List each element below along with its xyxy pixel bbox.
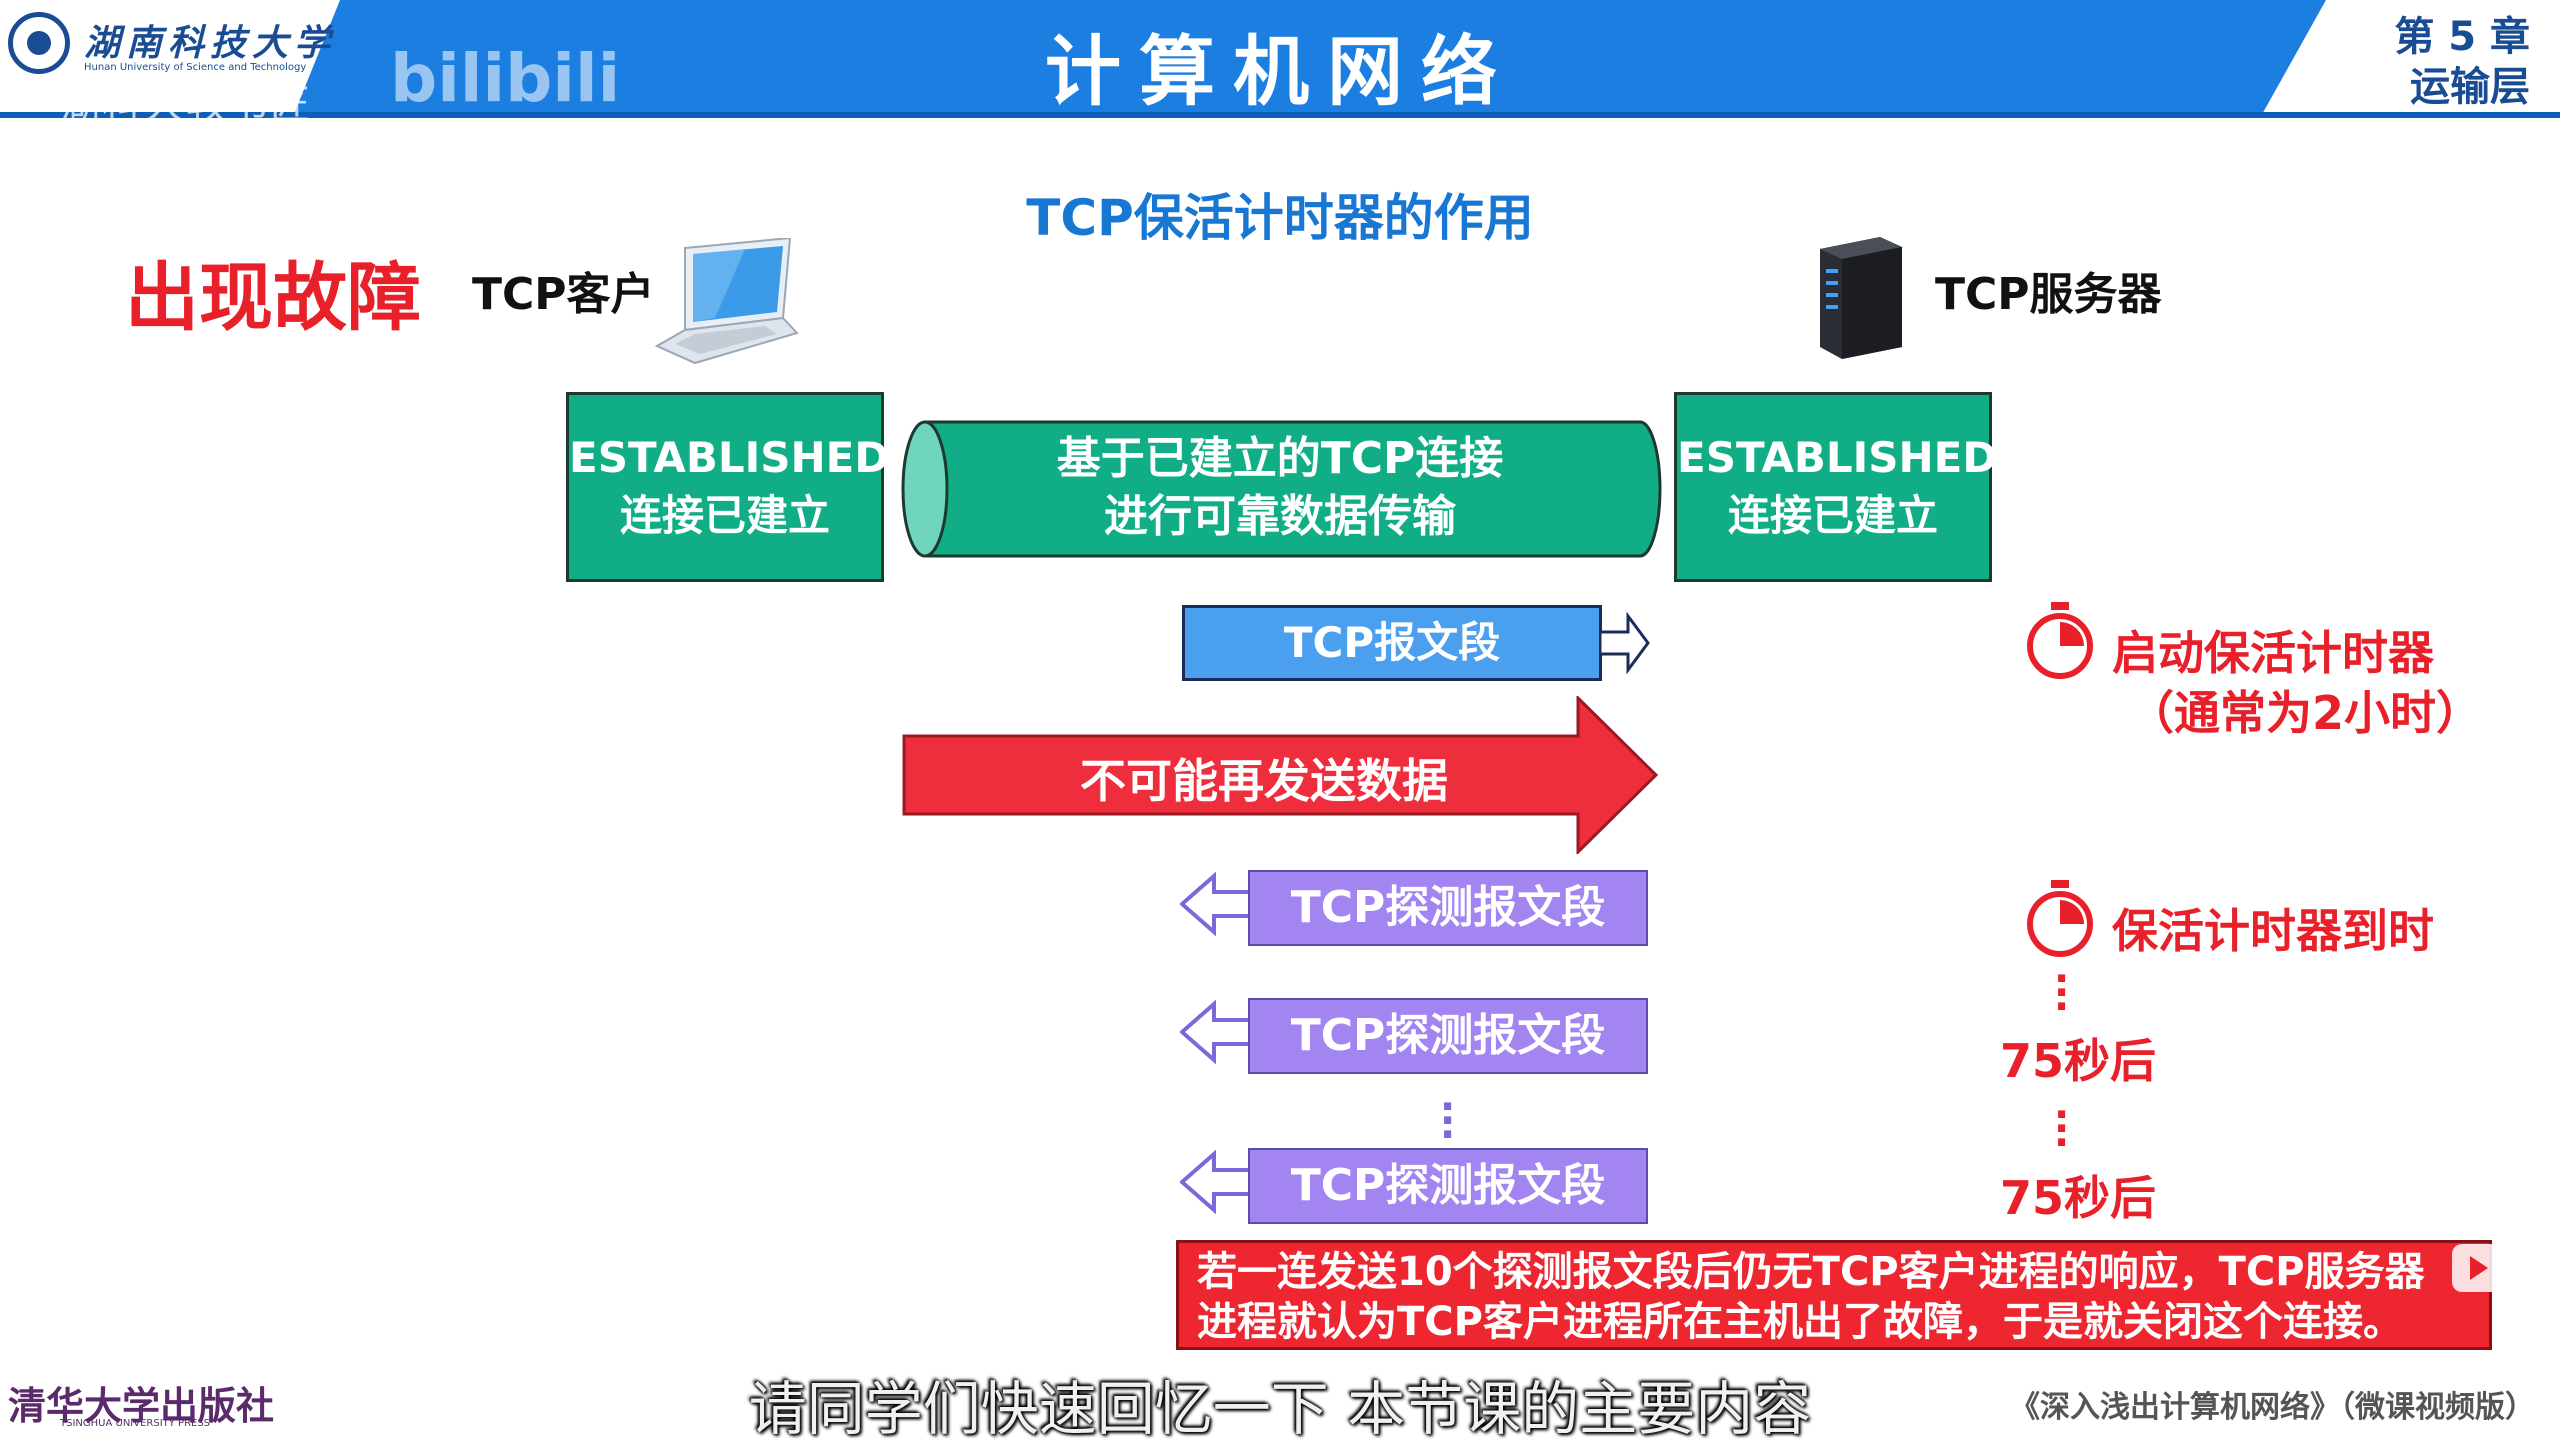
- client-state-desc: 连接已建立: [619, 491, 830, 540]
- red-arrow-label: 不可能再发送数据: [1080, 754, 1448, 808]
- probe-ellipsis: ···: [1440, 1084, 1456, 1158]
- page-title: 计算机网络: [1045, 27, 1515, 116]
- summary-box: 若一连发送10个探测报文段后仍无TCP客户进程的响应，TCP服务器 进程就认为T…: [1176, 1240, 2492, 1350]
- header-stripe: [0, 112, 2560, 118]
- server-label: TCP服务器: [1935, 269, 2162, 320]
- university-sub: Hunan University of Science and Technolo…: [84, 62, 307, 73]
- chapter-label: 第 5 章 运输层: [2330, 12, 2530, 112]
- summary-line1: 若一连发送10个探测报文段后仍无TCP客户进程的响应，TCP服务器: [1197, 1249, 2425, 1295]
- slide-subtitle: TCP保活计时器的作用: [1026, 189, 1534, 247]
- bilibili-watermark: bilibili: [390, 40, 621, 117]
- client-label: TCP客户: [472, 269, 655, 320]
- red-ellipsis: ···: [2054, 956, 2070, 1030]
- server-state-box: ESTABLISHED 连接已建立: [1674, 392, 1998, 582]
- university-seal-icon: [8, 12, 70, 74]
- red-arrow-right-icon: [902, 696, 1659, 854]
- probe-segment-1: TCP探测报文段: [1248, 870, 1648, 946]
- timer-start-note: （通常为2小时）: [2128, 686, 2483, 740]
- stopwatch-icon: [2027, 880, 2093, 957]
- timer-expire-label: 保活计时器到时: [2112, 904, 2434, 958]
- after-75s-label-2: 75秒后: [2000, 1171, 2157, 1225]
- book-title: 《深入浅出计算机网络》（微课视频版）: [2010, 1390, 2535, 1425]
- publisher-logo: 清华大学出版社: [8, 1383, 275, 1428]
- after-75s-label-1: 75秒后: [2000, 1034, 2157, 1088]
- server-icon: [1820, 237, 1902, 359]
- probe-arrow-left-icon: [1180, 1150, 1252, 1214]
- segment-arrow-right-icon: [1600, 611, 1650, 675]
- video-caption: 请同学们快速回忆一下 本节课的主要内容: [748, 1375, 1812, 1443]
- probe-arrow-left-icon: [1180, 1000, 1252, 1064]
- chapter-number: 第 5 章: [2394, 14, 2530, 60]
- laptop-icon: [655, 238, 799, 365]
- pipe-line2: 进行可靠数据传输: [1104, 491, 1456, 542]
- probe-segment-2: TCP探测报文段: [1248, 998, 1648, 1074]
- pipe-line1: 基于已建立的TCP连接: [1056, 433, 1504, 484]
- tcp-segment-box: TCP报文段: [1182, 605, 1602, 681]
- fault-label: 出现故障: [125, 255, 421, 341]
- chapter-name: 运输层: [2410, 64, 2530, 110]
- probe-arrow-left-icon: [1180, 872, 1252, 936]
- timer-start-label: 启动保活计时器: [2112, 626, 2434, 680]
- probe-segment-3: TCP探测报文段: [1248, 1148, 1648, 1224]
- pipe-label: 基于已建立的TCP连接 进行可靠数据传输: [960, 430, 1600, 546]
- play-icon[interactable]: [2452, 1244, 2502, 1292]
- client-state-box: ESTABLISHED 连接已建立: [566, 392, 890, 582]
- stopwatch-icon: [2027, 602, 2093, 679]
- client-state-name: ESTABLISHED: [569, 433, 890, 482]
- server-state-desc: 连接已建立: [1727, 491, 1938, 540]
- publisher-sub: TSINGHUA UNIVERSITY PRESS: [60, 1418, 211, 1429]
- server-state-name: ESTABLISHED: [1677, 433, 1998, 482]
- connection-pipe: [901, 420, 1662, 558]
- header-bar: [0, 0, 2560, 118]
- summary-line2: 进程就认为TCP客户进程所在主机出了故障，于是就关闭这个连接。: [1197, 1299, 2403, 1345]
- university-name: 湖南科技大学: [84, 22, 337, 64]
- watermark: 湖科大教书匠: [60, 82, 312, 128]
- red-ellipsis: ···: [2054, 1092, 2070, 1166]
